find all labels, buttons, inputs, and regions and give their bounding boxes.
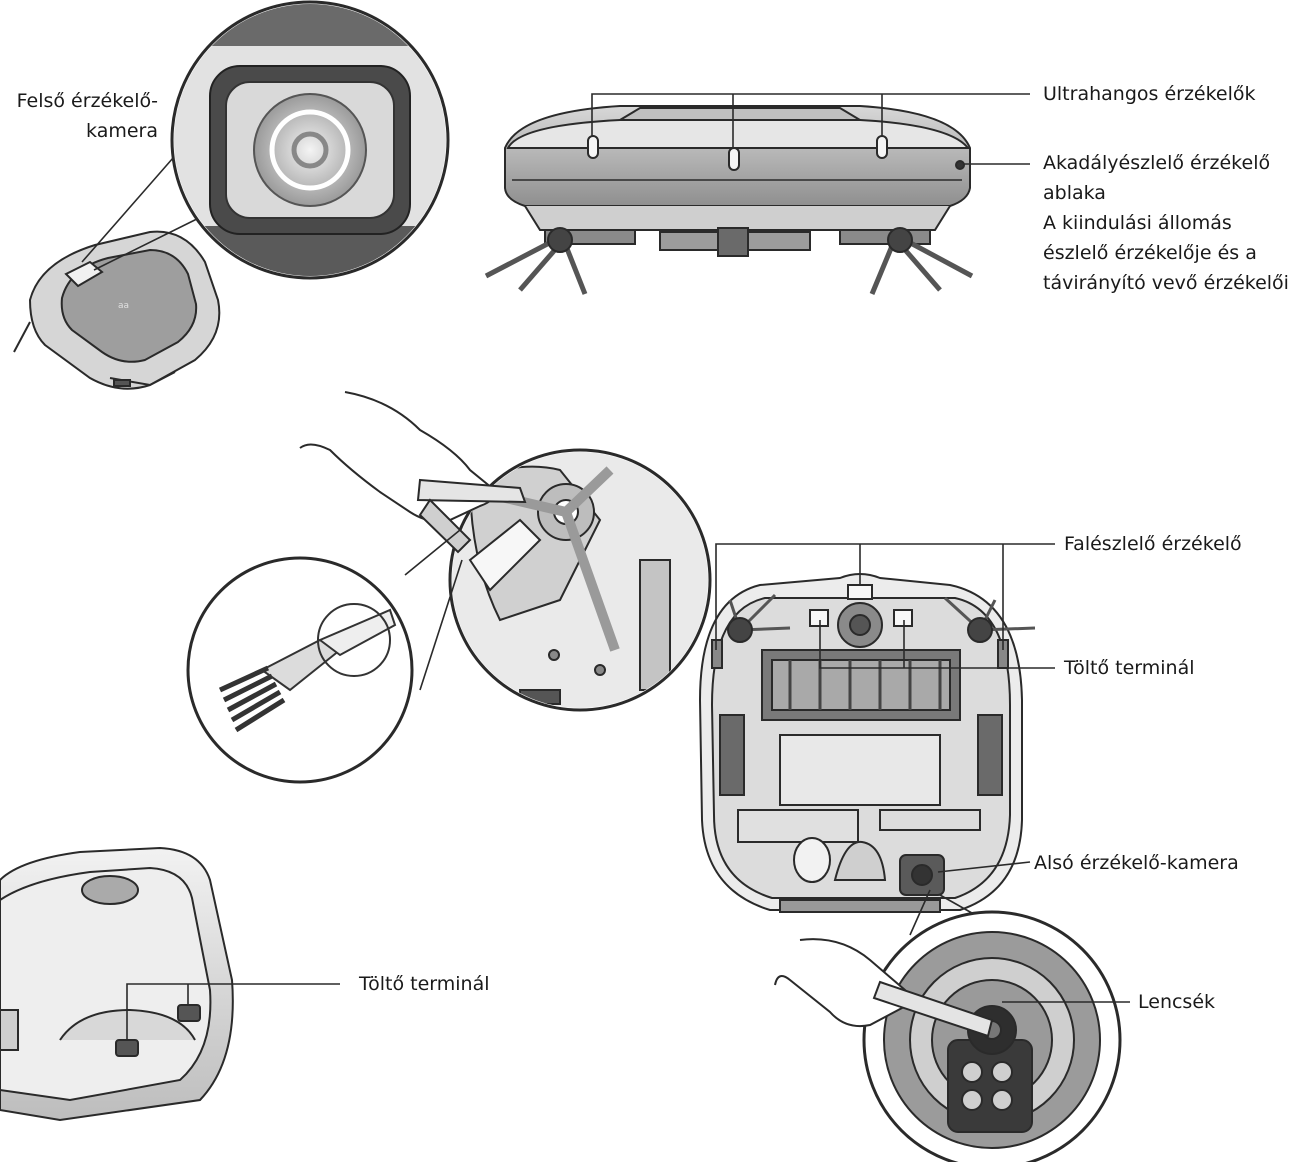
label-bottom-camera: Alsó érzékelő-kamera [1034,852,1239,874]
underside-leader-lines [715,543,1055,873]
label-obstacle-line4: észlelő érzékelője és a [1043,242,1257,264]
label-obstacle-line2: ablaka [1043,182,1106,204]
front-view-leader-lines [591,93,1030,165]
label-obstacle-line3: A kiindulási állomás [1043,212,1232,234]
label-top-camera-line2: kamera [86,120,158,142]
label-obstacle-line1: Akadályészlelő érzékelő [1043,152,1271,174]
robot-top-view: aa [13,230,221,390]
label-lenses: Lencsék [1138,991,1216,1013]
hand-with-brush [299,391,527,554]
top-camera-zoom [170,0,450,280]
label-top-camera-line1: Felső érzékelő- [16,90,158,112]
station-leader-lines [126,983,340,1040]
label-robot-charging-terminal: Töltő terminál [1064,657,1195,679]
brush-cleaning-zoom [448,448,712,712]
brush-tool-zoom [186,529,463,784]
robot-underside [698,573,1036,913]
hand-cleaning-lens [774,938,994,1038]
robot-front-view [484,105,974,295]
lens-zoom [862,910,1122,1162]
label-obstacle-line5: távirányító vevő érzékelői [1043,272,1289,294]
label-top-camera: Felső érzékelő- kamera [0,86,158,146]
top-camera-zoom-lines [81,149,216,271]
charging-station [0,846,234,1122]
label-station-charging-terminal: Töltő terminál [359,973,490,995]
svg-text:aa: aa [118,301,129,311]
label-cliff-sensor: Falészlelő érzékelő [1064,533,1242,555]
label-ultrasonic-sensors: Ultrahangos érzékelők [1043,83,1256,105]
label-obstacle-sensor: Akadályészlelő érzékelő ablaka A kiindul… [1043,148,1289,298]
